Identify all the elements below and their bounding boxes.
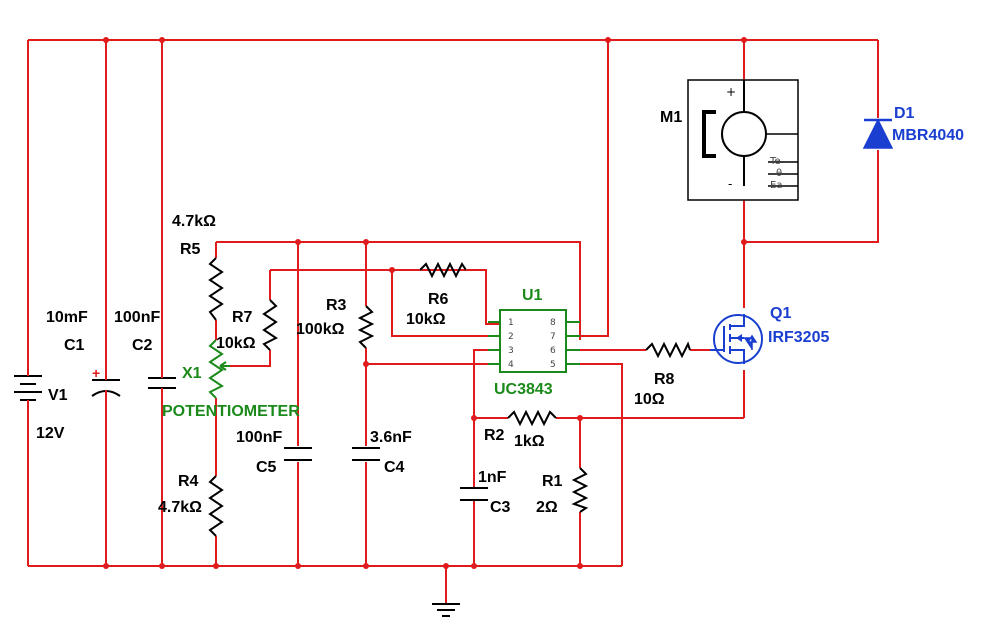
- r6-ref: R6: [428, 291, 449, 308]
- u1-pin-1: 1: [508, 318, 514, 328]
- capacitor-c5[interactable]: [284, 447, 312, 461]
- resistor-r7[interactable]: [262, 299, 278, 351]
- resistor-r3[interactable]: [357, 305, 375, 349]
- u1-pin-7: 7: [550, 332, 556, 342]
- capacitor-c4[interactable]: [352, 447, 380, 461]
- q1-value: IRF3205: [768, 329, 829, 346]
- r4-ref: R4: [178, 473, 199, 490]
- u1-pin-4: 4: [508, 360, 514, 370]
- r2-ref: R2: [484, 427, 505, 444]
- c4-value: 3.6nF: [370, 429, 412, 446]
- c3-value: 1nF: [478, 469, 507, 486]
- m1-out-ea: Ea: [770, 180, 782, 191]
- v1-value: 12V: [36, 425, 65, 442]
- m1-minus: -: [728, 177, 732, 191]
- r7-ref: R7: [232, 309, 253, 326]
- r8-value: 10Ω: [634, 391, 665, 408]
- m1-plus: +: [726, 85, 736, 99]
- c2-ref: C2: [132, 337, 153, 354]
- d1-value: MBR4040: [892, 127, 964, 144]
- resistor-r1[interactable]: [571, 467, 589, 513]
- resistor-r8[interactable]: [645, 341, 691, 359]
- resistor-r4[interactable]: [208, 475, 224, 537]
- capacitor-c1[interactable]: [91, 372, 121, 404]
- u1-pin-6: 6: [550, 346, 556, 356]
- chip-u1[interactable]: 1 2 3 4 8 7 6 5: [488, 309, 580, 373]
- x1-ref: X1: [182, 365, 202, 382]
- r6-value: 10kΩ: [406, 311, 446, 328]
- q1-ref: Q1: [770, 305, 791, 322]
- c1-value: 10mF: [46, 309, 88, 326]
- r3-ref: R3: [326, 297, 347, 314]
- r3-value: 100kΩ: [296, 321, 345, 338]
- u1-value: UC3843: [494, 381, 553, 398]
- c1-polarity: +: [92, 365, 100, 381]
- r1-ref: R1: [542, 473, 563, 490]
- u1-pin-3: 3: [508, 346, 514, 356]
- d1-ref: D1: [894, 105, 915, 122]
- diode-d1[interactable]: [862, 118, 894, 149]
- u1-pin-8: 8: [550, 318, 556, 328]
- resistor-r2[interactable]: [507, 409, 557, 427]
- m1-out-theta: θ: [776, 168, 782, 179]
- r2-value: 1kΩ: [514, 433, 545, 450]
- resistor-r6[interactable]: [392, 261, 486, 279]
- junction-dots: [103, 37, 747, 569]
- potentiometer-x1[interactable]: [208, 339, 230, 399]
- r5-value: 4.7kΩ: [172, 213, 216, 230]
- wires: [27, 39, 879, 604]
- c2-value: 100nF: [114, 309, 160, 326]
- capacitor-c3[interactable]: [460, 487, 488, 501]
- r8-ref: R8: [654, 371, 675, 388]
- r5-ref: R5: [180, 241, 201, 258]
- u1-pin-5: 5: [550, 360, 556, 370]
- r7-value: 10kΩ: [216, 335, 256, 352]
- resistor-r5[interactable]: [208, 257, 224, 321]
- c5-ref: C5: [256, 459, 277, 476]
- u1-pin-2: 2: [508, 332, 514, 342]
- x1-value: POTENTIOMETER: [162, 403, 300, 420]
- r1-value: 2Ω: [536, 499, 558, 516]
- v1-ref: V1: [48, 387, 68, 404]
- c1-ref: C1: [64, 337, 85, 354]
- m1-ref: M1: [660, 109, 682, 126]
- battery-v1[interactable]: [14, 368, 44, 410]
- u1-ref: U1: [522, 287, 543, 304]
- c4-ref: C4: [384, 459, 405, 476]
- motor-m1[interactable]: + - Te θ Ea: [687, 79, 799, 201]
- r4-value: 4.7kΩ: [158, 499, 202, 516]
- capacitor-c2[interactable]: [148, 372, 176, 394]
- mosfet-q1[interactable]: [710, 314, 763, 364]
- m1-out-te: Te: [769, 156, 781, 167]
- c3-ref: C3: [490, 499, 511, 516]
- c5-value: 100nF: [236, 429, 282, 446]
- ground-symbol: [432, 603, 460, 617]
